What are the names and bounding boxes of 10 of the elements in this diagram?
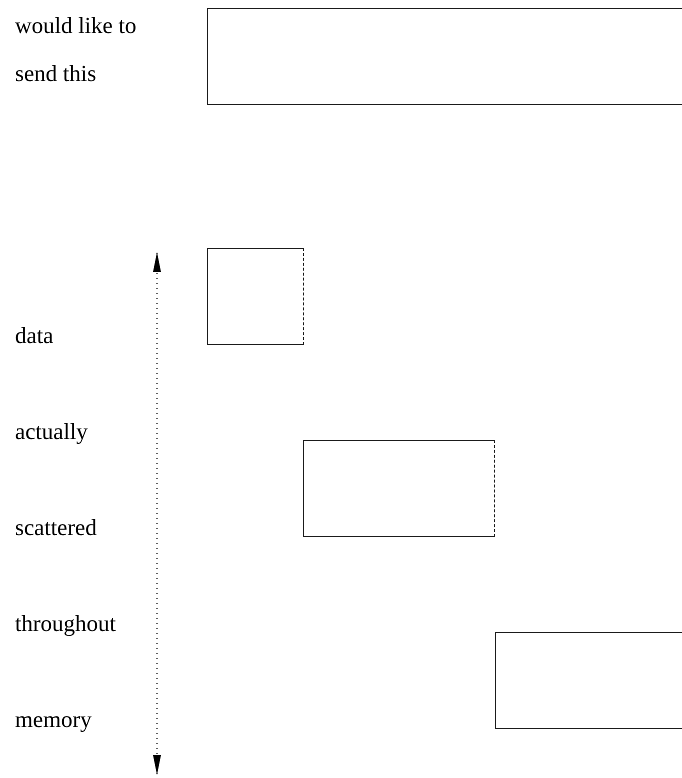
memory-block — [207, 8, 682, 105]
label-text: scattered — [15, 514, 97, 542]
label-text: memory — [15, 706, 92, 734]
memory-block — [495, 632, 682, 729]
memory-block — [303, 440, 495, 537]
memory-block — [207, 248, 304, 345]
label-text: actually — [15, 418, 88, 446]
label-text: data — [15, 322, 54, 350]
label-text: would like to send this — [15, 12, 138, 88]
label-text: throughout — [15, 610, 116, 638]
